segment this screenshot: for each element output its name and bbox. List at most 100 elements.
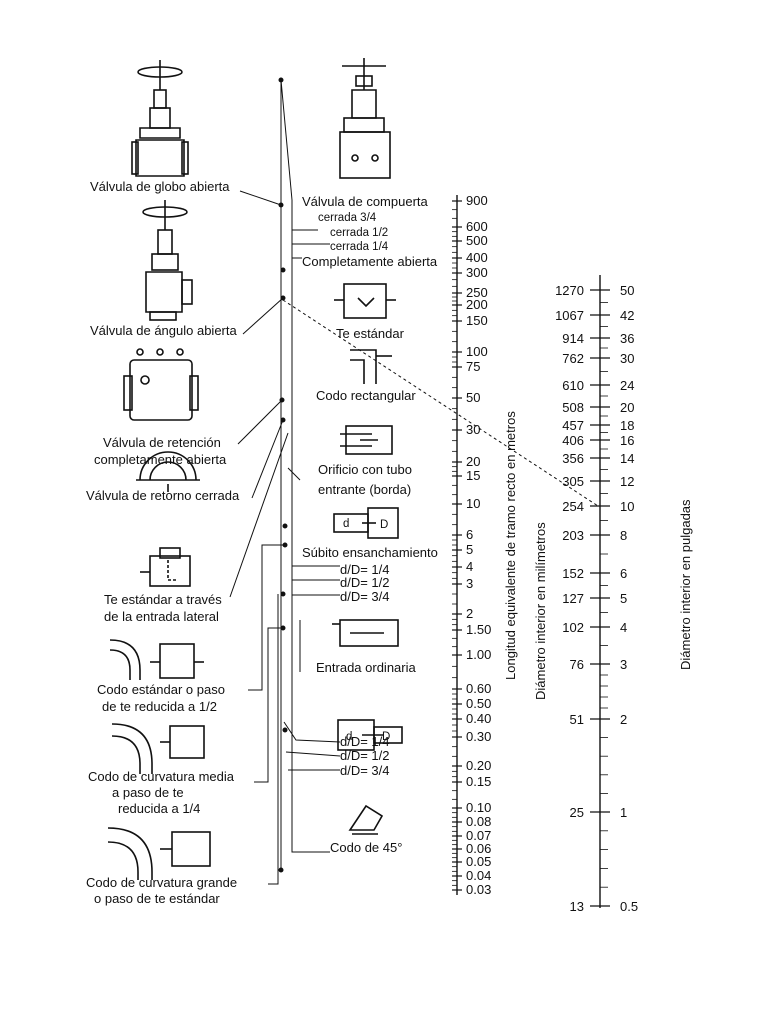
length-tick-label-2: 500 bbox=[466, 233, 488, 248]
diameter-mm-label-16: 51 bbox=[570, 712, 584, 727]
medium-elbow-icon bbox=[111, 723, 205, 774]
diameter-in-label-9: 12 bbox=[620, 474, 634, 489]
label-sc-34: d/D= 3/4 bbox=[340, 763, 390, 778]
length-tick-label-1: 600 bbox=[466, 219, 488, 234]
diameter-mm-label-11: 203 bbox=[562, 528, 584, 543]
label-se-12: d/D= 1/2 bbox=[340, 575, 390, 590]
connector-node-9 bbox=[280, 625, 286, 631]
label-elbow-45: Codo de 45° bbox=[330, 840, 402, 855]
label-sc-12: d/D= 1/2 bbox=[340, 748, 390, 763]
diameter-mm-label-14: 102 bbox=[562, 620, 584, 635]
connector-20 bbox=[285, 751, 341, 757]
diameter-in-label-16: 2 bbox=[620, 712, 627, 727]
diameter-in-label-8: 14 bbox=[620, 451, 634, 466]
elbow-45-icon bbox=[348, 804, 384, 835]
connector-node-4 bbox=[279, 397, 285, 403]
length-tick-label-8: 100 bbox=[466, 344, 488, 359]
symbol-D-2: D bbox=[382, 731, 390, 743]
diameter-in-label-10: 10 bbox=[620, 499, 634, 514]
connector-5 bbox=[237, 399, 283, 445]
label-tee-side-1: de la entrada lateral bbox=[104, 609, 219, 624]
angle-valve-icon bbox=[142, 200, 193, 321]
length-tick-label-22: 0.60 bbox=[466, 681, 491, 696]
label-gate-12: cerrada 1/2 bbox=[330, 227, 388, 239]
diameter-in-label-15: 3 bbox=[620, 657, 627, 672]
diameter-in-label-1: 42 bbox=[620, 308, 634, 323]
label-gate-14: cerrada 1/4 bbox=[330, 241, 389, 253]
connector-4 bbox=[242, 297, 284, 335]
label-sudden-exp: Súbito ensanchamiento bbox=[302, 545, 438, 560]
check-valve-icon bbox=[123, 348, 199, 421]
example-dashed-line bbox=[282, 299, 599, 507]
diameter-in-label-14: 4 bbox=[620, 620, 627, 635]
diameter-mm-label-5: 508 bbox=[562, 400, 584, 415]
diameter-mm-label-2: 914 bbox=[562, 331, 584, 346]
length-tick-label-28: 0.10 bbox=[466, 800, 491, 815]
length-tick-label-25: 0.30 bbox=[466, 729, 491, 744]
label-tee-side-0: Te estándar a través bbox=[104, 592, 222, 607]
diameter-in-label-18: 0.5 bbox=[620, 899, 638, 914]
sudden-contraction-icon bbox=[337, 719, 403, 751]
gate-valve-icon bbox=[339, 58, 391, 179]
symbol-d-1: d bbox=[343, 518, 349, 530]
connector-node-3 bbox=[280, 295, 286, 301]
length-tick-label-9: 75 bbox=[466, 359, 480, 374]
diameter-in-label-0: 50 bbox=[620, 283, 634, 298]
connector-node-6 bbox=[282, 523, 288, 529]
right-labels: Válvula de compuerta cerrada 3/4 cerrada 1… bbox=[302, 194, 438, 855]
globe-valve-icon bbox=[131, 60, 189, 177]
return-bend-icon bbox=[136, 451, 200, 492]
long-elbow-icon bbox=[107, 827, 211, 880]
diameter-mm-label-7: 406 bbox=[562, 433, 584, 448]
label-elbow-med-2: reducida a 1/4 bbox=[118, 801, 200, 816]
diameter-in-label: Diámetro interior en pulgadas bbox=[678, 499, 693, 670]
tee-side-icon bbox=[140, 547, 191, 587]
connector-node-0 bbox=[278, 77, 284, 83]
length-tick-label-15: 6 bbox=[466, 527, 473, 542]
connector-2 bbox=[291, 200, 330, 853]
symbol-D-1: D bbox=[380, 519, 388, 531]
length-tick-label-3: 400 bbox=[466, 250, 488, 265]
label-check-1: completamente abierta bbox=[94, 452, 227, 467]
ordinary-entrance-icon bbox=[332, 619, 399, 647]
length-tick-label-27: 0.15 bbox=[466, 774, 491, 789]
connector-19 bbox=[283, 721, 341, 743]
diameter-in-label-17: 1 bbox=[620, 805, 627, 820]
label-entrance: Entrada ordinaria bbox=[316, 660, 416, 675]
diameter-mm-label-17: 25 bbox=[570, 805, 584, 820]
label-elbow-long-0: Codo de curvatura grande bbox=[86, 875, 237, 890]
symbol-d-2: d bbox=[346, 731, 352, 743]
diameter-mm-label-6: 457 bbox=[562, 418, 584, 433]
label-gate-open: Completamente abierta bbox=[302, 254, 438, 269]
length-tick-label-23: 0.50 bbox=[466, 696, 491, 711]
connector-node-8 bbox=[280, 591, 286, 597]
diameter-mm-label-9: 305 bbox=[562, 474, 584, 489]
length-tick-label-33: 0.04 bbox=[466, 868, 491, 883]
length-tick-label-31: 0.06 bbox=[466, 841, 491, 856]
connector-6 bbox=[251, 419, 284, 499]
standard-tee-icon bbox=[334, 283, 396, 319]
label-tee-std: Te estándar bbox=[336, 326, 405, 341]
label-se-14: d/D= 1/4 bbox=[340, 562, 390, 577]
connector-14 bbox=[287, 467, 301, 481]
diameter-in-label-12: 6 bbox=[620, 566, 627, 581]
label-gate-34: cerrada 3/4 bbox=[318, 212, 377, 224]
diameter-mm-label-10: 254 bbox=[562, 499, 584, 514]
diameter-in-label-3: 30 bbox=[620, 351, 634, 366]
connector-lines bbox=[229, 77, 341, 885]
length-tick-label-34: 0.03 bbox=[466, 882, 491, 897]
diameter-in-label-2: 36 bbox=[620, 331, 634, 346]
connector-10 bbox=[268, 594, 279, 885]
diameter-in-label-4: 24 bbox=[620, 378, 634, 393]
label-gate: Válvula de compuerta bbox=[302, 194, 429, 209]
length-tick-label-4: 300 bbox=[466, 265, 488, 280]
length-tick-label-5: 250 bbox=[466, 285, 488, 300]
length-tick-label-24: 0.40 bbox=[466, 711, 491, 726]
connector-8 bbox=[248, 544, 285, 691]
length-tick-label-29: 0.08 bbox=[466, 814, 491, 829]
diameter-mm-label-1: 1067 bbox=[555, 308, 584, 323]
diameter-in-label-13: 5 bbox=[620, 591, 627, 606]
